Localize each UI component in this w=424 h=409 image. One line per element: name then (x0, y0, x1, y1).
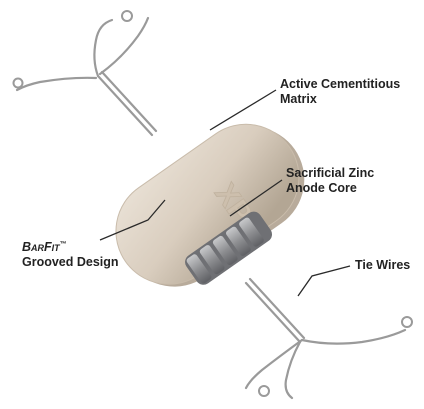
callout-line-tiewires (298, 266, 350, 296)
tie-wire-loops-lower (259, 317, 412, 396)
label-active-cementitious-matrix: Active Cementitious Matrix (280, 77, 400, 107)
label-anode-line1: Sacrificial Zinc (286, 166, 374, 181)
tie-wire-upper (17, 18, 156, 135)
label-sacrificial-zinc-anode-core: Sacrificial Zinc Anode Core (286, 166, 374, 196)
label-matrix-line2: Matrix (280, 92, 400, 107)
label-barfit-grooved-design: BarFit™ Grooved Design (22, 240, 119, 270)
trademark-symbol: ™ (60, 241, 67, 248)
label-anode-line2: Anode Core (286, 181, 374, 196)
label-tie-wires: Tie Wires (355, 258, 410, 273)
label-matrix-line1: Active Cementitious (280, 77, 400, 92)
label-barfit-line2: Grooved Design (22, 255, 119, 270)
barfit-brand: BarFit (22, 240, 60, 254)
tie-wire-lower (246, 279, 405, 398)
label-tiewires-text: Tie Wires (355, 258, 410, 273)
tie-wire-loops-upper (14, 11, 133, 88)
